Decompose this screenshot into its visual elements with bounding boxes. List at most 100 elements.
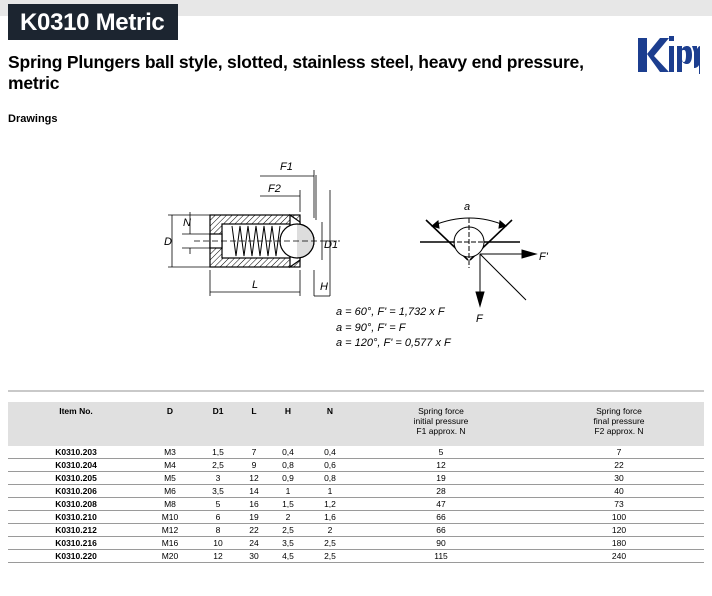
technical-drawing: F1 F2 D N D1 L H a F' F	[164, 161, 549, 325]
header-item-no: Item No.	[59, 406, 93, 416]
cell-item: K0310.203	[55, 447, 97, 457]
cell-l: 22	[249, 525, 259, 535]
cell-h: 4,5	[282, 551, 294, 561]
cell-item: K0310.210	[55, 512, 97, 522]
cell-d1: 3	[215, 473, 221, 483]
cell-f1: 90	[436, 538, 446, 548]
table-top-rule	[8, 390, 704, 392]
cell-d: M10	[161, 512, 179, 522]
cell-l: 24	[249, 538, 259, 548]
cell-item: K0310.204	[55, 460, 97, 470]
formula-90: a = 90°, F' = F	[336, 321, 406, 334]
table-row: K0310.205 M5 3 12 0,9 0,8 19 30	[8, 472, 704, 485]
cell-d: M16	[161, 538, 179, 548]
table-header	[8, 402, 704, 446]
cell-f1: 12	[436, 460, 446, 470]
cell-f2: 100	[611, 512, 627, 522]
cell-n: 2,5	[324, 538, 336, 548]
cell-item: K0310.208	[55, 499, 97, 509]
cell-f2: 120	[611, 525, 627, 535]
cell-f2: 22	[614, 460, 624, 470]
cell-f2: 40	[614, 486, 624, 496]
label-f: F	[476, 313, 484, 325]
cell-h: 0,9	[282, 473, 294, 483]
header-n: N	[326, 406, 334, 416]
cell-l: 7	[251, 447, 257, 457]
cell-l: 16	[249, 499, 259, 509]
formula-120: a = 120°, F' = 0,577 x F	[336, 337, 451, 349]
header-d: D	[166, 406, 174, 416]
cell-d1: 1,5	[212, 447, 224, 457]
cell-d1: 10	[213, 538, 223, 548]
cell-l: 12	[249, 473, 259, 483]
cell-item: K0310.216	[55, 538, 97, 548]
cell-d1: 12	[213, 551, 223, 561]
kipp-logo	[638, 36, 700, 74]
cell-h: 3,5	[282, 538, 294, 548]
cell-d: M6	[164, 486, 176, 496]
cell-d1: 5	[215, 499, 221, 509]
cell-d: M12	[161, 525, 179, 535]
cell-d: M3	[164, 447, 176, 457]
cell-n: 1,6	[324, 512, 336, 522]
header-h: H	[284, 406, 292, 416]
cell-n: 2,5	[324, 551, 336, 561]
cell-n: 0,6	[324, 460, 336, 470]
label-f-prime: F'	[539, 251, 549, 263]
cell-d1: 8	[215, 525, 221, 535]
cell-f1: 5	[438, 447, 444, 457]
label-d1: D1	[324, 239, 338, 251]
cell-item: K0310.206	[55, 486, 97, 496]
cell-l: 9	[251, 460, 257, 470]
cell-f2: 180	[611, 538, 627, 548]
label-l: L	[252, 279, 258, 291]
label-d: D	[164, 236, 172, 248]
cell-item: K0310.205	[55, 473, 97, 483]
cell-d: M5	[164, 473, 176, 483]
cell-item: K0310.220	[55, 551, 97, 561]
formula-60: a = 60°, F' = 1,732 x F	[336, 306, 445, 318]
cell-n: 0,4	[324, 447, 336, 457]
label-n: N	[183, 217, 191, 229]
cell-d1: 3,5	[212, 486, 224, 496]
page-title: Spring Plungers ball style, slotted, sta…	[8, 52, 584, 93]
cell-h: 2,5	[282, 525, 294, 535]
section-heading: Drawings	[8, 113, 58, 125]
cell-n: 2	[327, 525, 333, 535]
header-final-pressure: Spring force final pressure F2 approx. N	[593, 406, 645, 436]
table-row: K0310.216 M16 10 24 3,5 2,5 90 180	[8, 537, 704, 550]
label-f2: F2	[268, 183, 281, 195]
cell-f2: 30	[614, 473, 624, 483]
header-initial-pressure: Spring force initial pressure F1 approx.…	[413, 406, 469, 436]
cell-n: 1,2	[324, 499, 336, 509]
dimension-lines	[168, 170, 331, 297]
label-f1: F1	[280, 161, 293, 173]
header-d1: D1	[212, 406, 224, 416]
cell-l: 14	[249, 486, 259, 496]
cell-n: 0,8	[324, 473, 336, 483]
cell-d1: 2,5	[212, 460, 224, 470]
cell-f1: 19	[436, 473, 446, 483]
cell-f1: 66	[436, 525, 446, 535]
cell-l: 19	[249, 512, 259, 522]
cell-d: M20	[161, 551, 179, 561]
header-l: L	[251, 406, 257, 416]
cell-d1: 6	[215, 512, 221, 522]
cell-h: 0,8	[282, 460, 294, 470]
formula-list: a = 60°, F' = 1,732 x F a = 90°, F' = F …	[336, 305, 451, 352]
product-code-label: K0310 Metric	[8, 4, 179, 40]
cell-h: 1,5	[282, 499, 294, 509]
cell-f2: 240	[611, 551, 627, 561]
label-h: H	[320, 281, 328, 293]
cell-item: K0310.212	[55, 525, 97, 535]
cell-f2: 73	[614, 499, 624, 509]
cell-f1: 66	[436, 512, 446, 522]
cell-h: 0,4	[282, 447, 294, 457]
cell-f1: 28	[436, 486, 446, 496]
cell-f2: 7	[616, 447, 622, 457]
plunger-side-view	[194, 213, 340, 269]
force-diagram	[420, 217, 538, 308]
